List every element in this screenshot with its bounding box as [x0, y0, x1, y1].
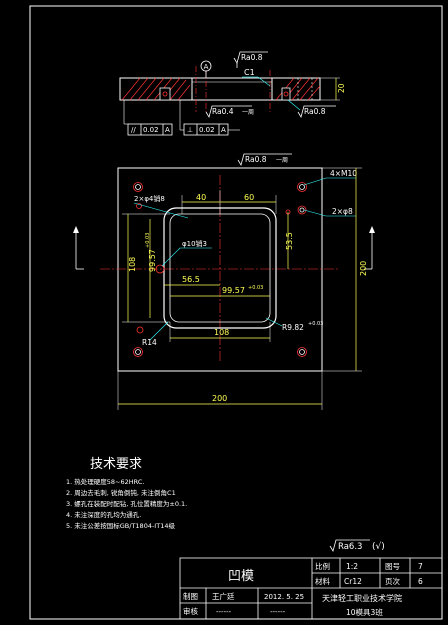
dim-200-right: 200 [359, 261, 368, 276]
section-hatch-left [121, 77, 191, 101]
section-roughness-bore-suffix: 一周 [242, 109, 254, 116]
tol-parallel-symbol: // [131, 126, 136, 134]
dim-200-bottom: 200 [212, 394, 227, 403]
dim-60: 60 [244, 193, 254, 202]
drawn-date: 2012. 5. 25 [264, 593, 304, 601]
checked-name: ------ [216, 608, 232, 616]
tech-requirements: 技术要求 1. 热处理硬度58~62HRC. 2. 周边去毛刺, 锐角倒钝, 未… [66, 457, 187, 530]
general-roughness-symbol: (√) [372, 541, 385, 552]
section-roughness-top: Ra0.8 [241, 53, 263, 62]
radius-r14: R14 [142, 338, 157, 347]
tech-item-4: 4. 未注深度的孔均为通孔. [66, 510, 141, 519]
section-roughness-bore: Ra0.4 [212, 107, 234, 116]
dim-53-5: 53.5 [285, 232, 294, 250]
dim-40: 40 [196, 193, 206, 202]
plan-roughness-top: Ra0.8 [245, 155, 267, 164]
plate-outline [117, 167, 323, 372]
tolerance-frame-perpendicular: ⊥ 0.02 A [183, 123, 229, 136]
drawn-name: 王广廷 [212, 591, 235, 601]
general-roughness: Ra6.3 (√) [329, 539, 385, 553]
general-roughness-value: Ra6.3 [338, 542, 362, 552]
dim-108-bottom: 108 [214, 328, 229, 337]
drawing-no-label: 图号 [385, 562, 400, 571]
section-hole-left [159, 87, 171, 101]
plan-view: Ra0.8 一周 [73, 153, 375, 410]
class-name: 10模具3班 [346, 607, 383, 617]
section-roughness-right: Ra0.8 [304, 107, 326, 116]
part-name: 凹模 [228, 569, 254, 584]
tol-perp-datum: A [221, 126, 226, 134]
section-bore [191, 77, 273, 101]
drawn-label: 制图 [183, 591, 198, 601]
dim-99-57-vert: 99.57 [148, 249, 157, 272]
tol-parallel-value: 0.02 [143, 126, 159, 134]
dim-108-left: 108 [128, 257, 137, 272]
checked-label: 审核 [183, 606, 198, 616]
dim-99-57-horiz: 99.57 [222, 286, 245, 295]
dim-56-5: 56.5 [182, 275, 200, 284]
dim-99-57-horiz-tol: +0.03 [248, 285, 263, 291]
pin-hole-left [155, 264, 165, 274]
hole-tr [297, 182, 307, 192]
section-view: A Ra0.8 C1 20 Ra0.4 一周 Ra0.8 [119, 51, 346, 136]
checked-date: ------ [270, 608, 286, 616]
datum-a-label: A [204, 63, 209, 71]
title-block [179, 557, 443, 620]
tolerance-frame-parallel: // 0.02 A [127, 123, 173, 136]
hole-bl [133, 347, 143, 357]
plan-roughness-top-suffix: 一周 [276, 157, 288, 164]
tech-item-3: 3. 螺孔在装配时配钻, 孔位置精度为±0.1. [66, 499, 187, 508]
callout-2xphi8: 2×φ8 [332, 207, 353, 216]
callout-4xm10: 4×M10 [330, 169, 357, 178]
material-label: 材料 [315, 576, 330, 586]
tech-item-5: 5. 未注公差按国标GB/T1804-IT14级 [66, 521, 175, 530]
tech-item-1: 1. 热处理硬度58~62HRC. [66, 477, 144, 486]
tol-parallel-datum: A [165, 126, 170, 134]
tol-perp-symbol: ⊥ [187, 126, 193, 134]
dowel-hole-tl [136, 203, 142, 209]
scale-label: 比例 [315, 561, 330, 571]
school-name: 天津轻工职业技术学院 [322, 593, 402, 603]
chamfer-label: C1 [244, 68, 255, 77]
dowel-hole-br [136, 326, 144, 334]
roughness-symbol-top [233, 51, 268, 68]
tech-item-2: 2. 周边去毛刺, 锐角倒钝, 未注倒角C1 [66, 488, 176, 497]
tol-perp-value: 0.02 [199, 126, 215, 134]
tech-requirements-title: 技术要求 [90, 457, 142, 472]
drawing-no-value: 7 [418, 562, 423, 571]
hole-tl [133, 182, 143, 192]
scale-value: 1:2 [346, 562, 358, 571]
hole-br [297, 347, 307, 357]
page-value: 6 [418, 577, 423, 586]
radius-r9-tol: +0.03 [308, 321, 323, 327]
material-value: Cr12 [344, 577, 362, 586]
radius-r9: R9.82 [282, 323, 304, 332]
dim-99-57-vert-tol: +0.03 [145, 233, 151, 248]
page-label: 页次 [385, 576, 400, 586]
callout-phi10: φ10销3 [182, 239, 207, 248]
section-hole-right [281, 87, 291, 101]
section-thickness: 20 [337, 83, 346, 93]
callout-2xphi4: 2×φ4销8 [134, 194, 165, 203]
